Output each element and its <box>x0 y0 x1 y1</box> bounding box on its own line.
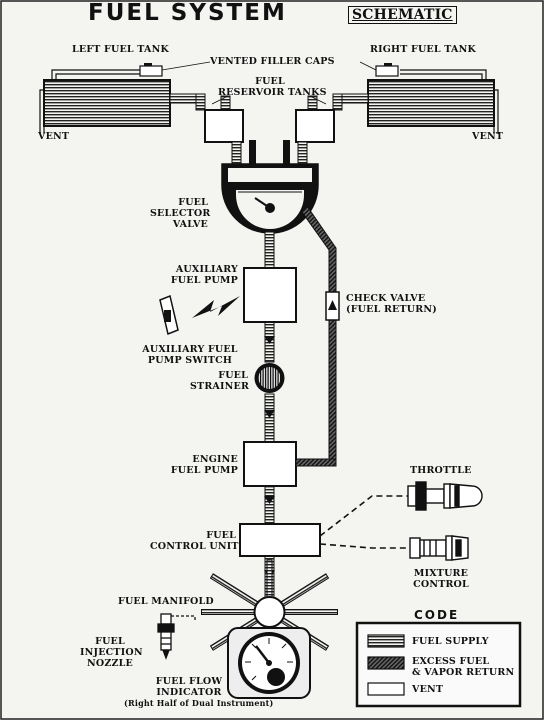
label-throttle: THROTTLE <box>410 465 472 476</box>
label-vent-right: VENT <box>472 131 504 142</box>
label-fuel-injection-nozzle: FUEL INJECTION NOZZLE <box>80 636 143 669</box>
label-engine-fuel-pump: ENGINE FUEL PUMP <box>170 454 238 476</box>
fuel-injection-nozzle <box>157 613 196 660</box>
legend-swatch-vent <box>367 682 405 696</box>
label-fuel-selector-valve: FUEL SELECTOR VALVE <box>150 197 211 230</box>
vent-lines <box>39 69 499 134</box>
supply-lines-upper <box>169 93 369 111</box>
label-vent-left: VENT <box>38 131 70 142</box>
left-reservoir-tank <box>204 109 244 143</box>
legend-label-excess-fuel: EXCESS FUEL & VAPOR RETURN <box>412 656 515 678</box>
auxiliary-fuel-pump-switch <box>159 294 240 336</box>
return-line <box>295 205 337 467</box>
label-fuel-manifold: FUEL MANIFOLD <box>118 596 214 607</box>
label-fuel-control-unit: FUEL CONTROL UNIT <box>150 530 239 552</box>
leader-caps-right <box>359 61 377 71</box>
mixture-control-knob <box>409 535 469 561</box>
right-fuel-tank <box>367 79 495 127</box>
legend-label-vent: VENT <box>412 684 444 695</box>
label-auxiliary-fuel-pump-switch: AUXILIARY FUEL PUMP SWITCH <box>142 344 238 366</box>
supply-lines-to-selector <box>231 141 308 165</box>
label-auxiliary-fuel-pump: AUXILIARY FUEL PUMP <box>170 264 238 286</box>
label-right-fuel-tank: RIGHT FUEL TANK <box>370 44 476 55</box>
page-title: FUEL SYSTEM <box>88 0 287 26</box>
fuel-control-unit <box>239 523 321 557</box>
vented-filler-cap-right <box>375 63 399 77</box>
page-subtitle: SCHEMATIC <box>348 6 457 24</box>
left-fuel-tank <box>43 79 171 127</box>
label-check-valve: CHECK VALVE (FUEL RETURN) <box>346 293 437 315</box>
engine-fuel-pump <box>243 441 297 487</box>
legend-swatch-excess-fuel <box>367 656 405 670</box>
fuel-flow-indicator-gauge <box>227 627 311 699</box>
label-mixture-control: MIXTURE CONTROL <box>413 568 469 590</box>
vented-filler-cap-left <box>139 63 163 77</box>
label-fuel-strainer: FUEL STRAINER <box>190 370 250 392</box>
fuel-selector-valve <box>221 163 319 234</box>
right-reservoir-tank <box>295 109 335 143</box>
throttle-knob <box>407 481 483 511</box>
label-vented-filler-caps: VENTED FILLER CAPS <box>210 56 335 67</box>
legend-swatch-fuel-supply <box>367 634 405 648</box>
code-legend <box>355 621 522 708</box>
legend-label-fuel-supply: FUEL SUPPLY <box>412 636 489 647</box>
control-linkages <box>319 495 410 549</box>
label-left-fuel-tank: LEFT FUEL TANK <box>72 44 169 55</box>
leader-caps-left <box>161 61 211 71</box>
label-fuel-flow-indicator: FUEL FLOW INDICATOR (Right Half of Dual … <box>124 676 274 708</box>
auxiliary-fuel-pump <box>243 267 297 323</box>
fuel-strainer <box>254 363 285 393</box>
label-fuel-reservoir-tanks: FUEL RESERVOIR TANKS <box>218 76 327 98</box>
legend-title: CODE <box>410 609 464 621</box>
